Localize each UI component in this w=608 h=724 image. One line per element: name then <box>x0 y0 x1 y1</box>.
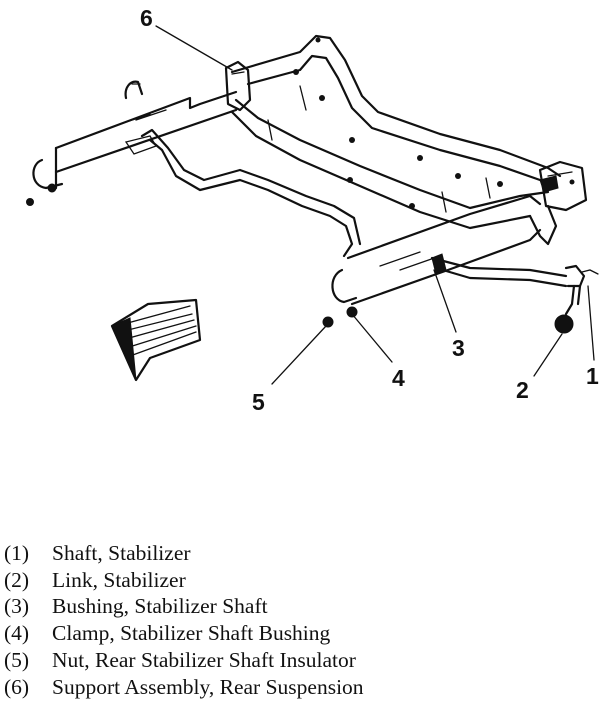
right-bracket-drawing <box>322 194 542 328</box>
stabilizer-link-drawing <box>554 264 599 334</box>
callout-6: 6 <box>140 5 153 31</box>
legend-item: (2) Link, Stabilizer <box>4 567 364 594</box>
legend-num: (4) <box>4 621 30 646</box>
callout-1: 1 <box>586 363 599 389</box>
legend-num: (6) <box>4 674 30 699</box>
legend-num: (5) <box>4 647 30 672</box>
legend-item: (5) Nut, Rear Stabilizer Shaft Insulator <box>4 647 364 674</box>
front-arrow-icon <box>110 298 202 382</box>
legend-item: (3) Bushing, Stabilizer Shaft <box>4 593 364 620</box>
legend-item: (1) Shaft, Stabilizer <box>4 540 364 567</box>
legend-text: Shaft, Stabilizer <box>52 541 191 565</box>
callout-5: 5 <box>252 389 265 415</box>
callout-3: 3 <box>452 335 465 361</box>
legend-num: (2) <box>4 567 30 592</box>
legend-num: (1) <box>4 541 30 565</box>
legend-num: (3) <box>4 594 30 619</box>
callout-4: 4 <box>392 365 405 391</box>
legend-text: Support Assembly, Rear Suspension <box>52 674 364 699</box>
callout-2: 2 <box>516 377 529 403</box>
support-assembly-drawing <box>224 34 588 246</box>
legend-item: (4) Clamp, Stabilizer Shaft Bushing <box>4 620 364 647</box>
left-bracket-drawing <box>26 80 238 206</box>
legend-text: Clamp, Stabilizer Shaft Bushing <box>52 621 331 646</box>
parts-legend: (1) Shaft, Stabilizer (2) Link, Stabilizer… <box>4 540 364 700</box>
leader-lines <box>155 25 595 385</box>
stabilizer-shaft-drawing <box>140 128 568 288</box>
legend-text: Nut, Rear Stabilizer Shaft Insulator <box>52 647 356 672</box>
legend-text: Bushing, Stabilizer Shaft <box>52 594 268 619</box>
legend-text: Link, Stabilizer <box>52 567 186 592</box>
legend-item: (6) Support Assembly, Rear Suspension <box>4 674 364 701</box>
